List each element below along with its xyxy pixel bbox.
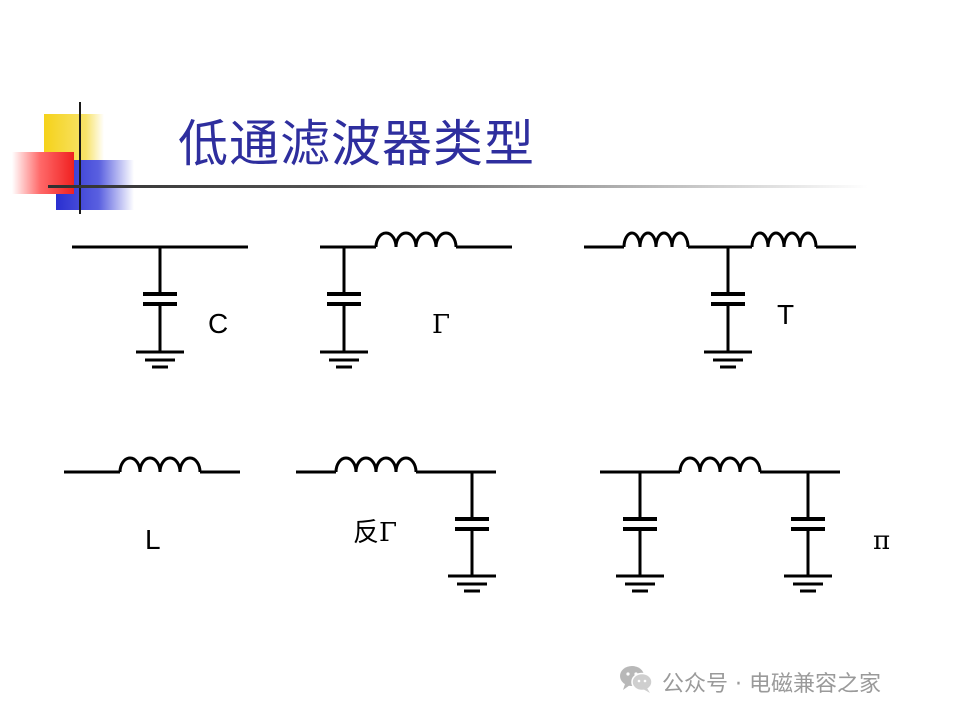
label-t: T	[777, 299, 794, 330]
label-c: C	[208, 308, 228, 339]
inductor	[374, 231, 458, 248]
watermark-text: 公众号 · 电磁兼容之家	[662, 672, 881, 697]
decor-vertical-line	[79, 102, 81, 214]
inductor	[334, 456, 418, 473]
ground-symbol	[616, 574, 664, 593]
label-l: L	[145, 524, 161, 555]
wechat-icon	[618, 664, 654, 700]
title-underline	[48, 185, 868, 188]
label-gamma: Γ	[432, 310, 450, 340]
circuit-pi-filter	[600, 456, 840, 593]
label-pi: π	[873, 526, 890, 556]
label-reverse-gamma: 反Γ	[353, 518, 397, 548]
inductor	[750, 231, 818, 248]
ground-symbol	[704, 350, 752, 369]
ground-symbol	[784, 574, 832, 593]
inductor	[678, 456, 762, 473]
ground-symbol	[320, 350, 368, 369]
circuit-t-filter	[584, 231, 856, 369]
inductor	[118, 456, 202, 473]
inductor	[622, 231, 690, 248]
slide-title: 低通滤波器类型	[178, 115, 535, 173]
ground-symbol	[136, 350, 184, 369]
ground-symbol	[448, 574, 496, 593]
circuit-gamma-filter	[320, 231, 512, 369]
circuit-l-filter	[64, 456, 240, 474]
circuit-c-filter	[72, 245, 248, 369]
circuit-reverse-gamma-filter	[296, 456, 496, 593]
watermark: 公众号 · 电磁兼容之家	[618, 664, 881, 700]
